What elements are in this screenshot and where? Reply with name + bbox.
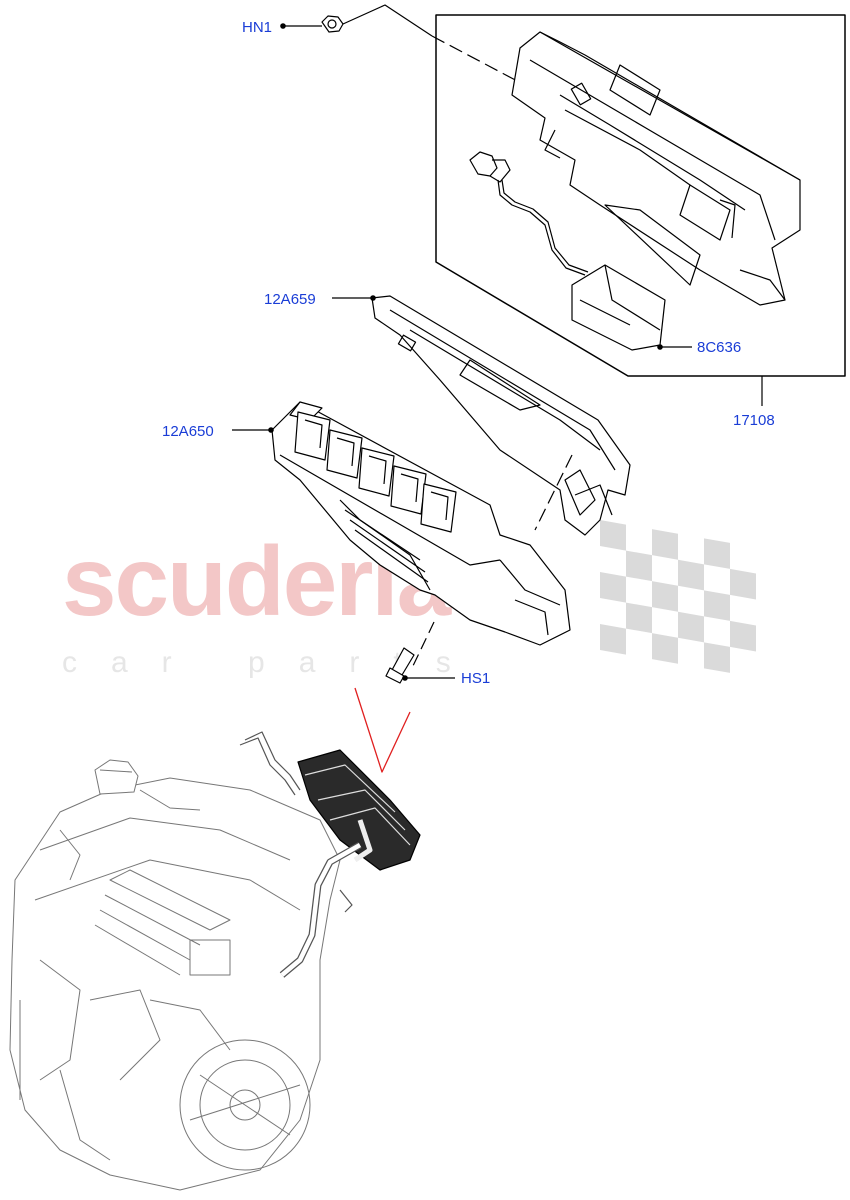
engine-assembly: [9, 759, 341, 1191]
part-12a650-ecu: [232, 401, 571, 646]
callout-12a650[interactable]: 12A650: [162, 423, 214, 440]
location-pointer: [354, 687, 411, 773]
callout-8c636[interactable]: 8C636: [697, 339, 742, 356]
sensor-wire: [469, 151, 589, 276]
part-12a659-bracket: [332, 295, 631, 536]
callout-12a659[interactable]: 12A659: [264, 291, 316, 308]
installed-harness: [239, 731, 421, 978]
callout-17108[interactable]: 17108: [733, 412, 775, 429]
callout-hn1[interactable]: HN1: [242, 19, 273, 36]
kit-outline-box: [435, 14, 846, 377]
ecu-connectors: [294, 411, 457, 533]
hs1-bolt: [385, 621, 455, 684]
part-8c636-block: [571, 264, 692, 351]
watermark-subtitle: car parts: [62, 646, 485, 679]
callout-hs1[interactable]: HS1: [461, 670, 491, 687]
control-module-bracket: [511, 31, 801, 306]
